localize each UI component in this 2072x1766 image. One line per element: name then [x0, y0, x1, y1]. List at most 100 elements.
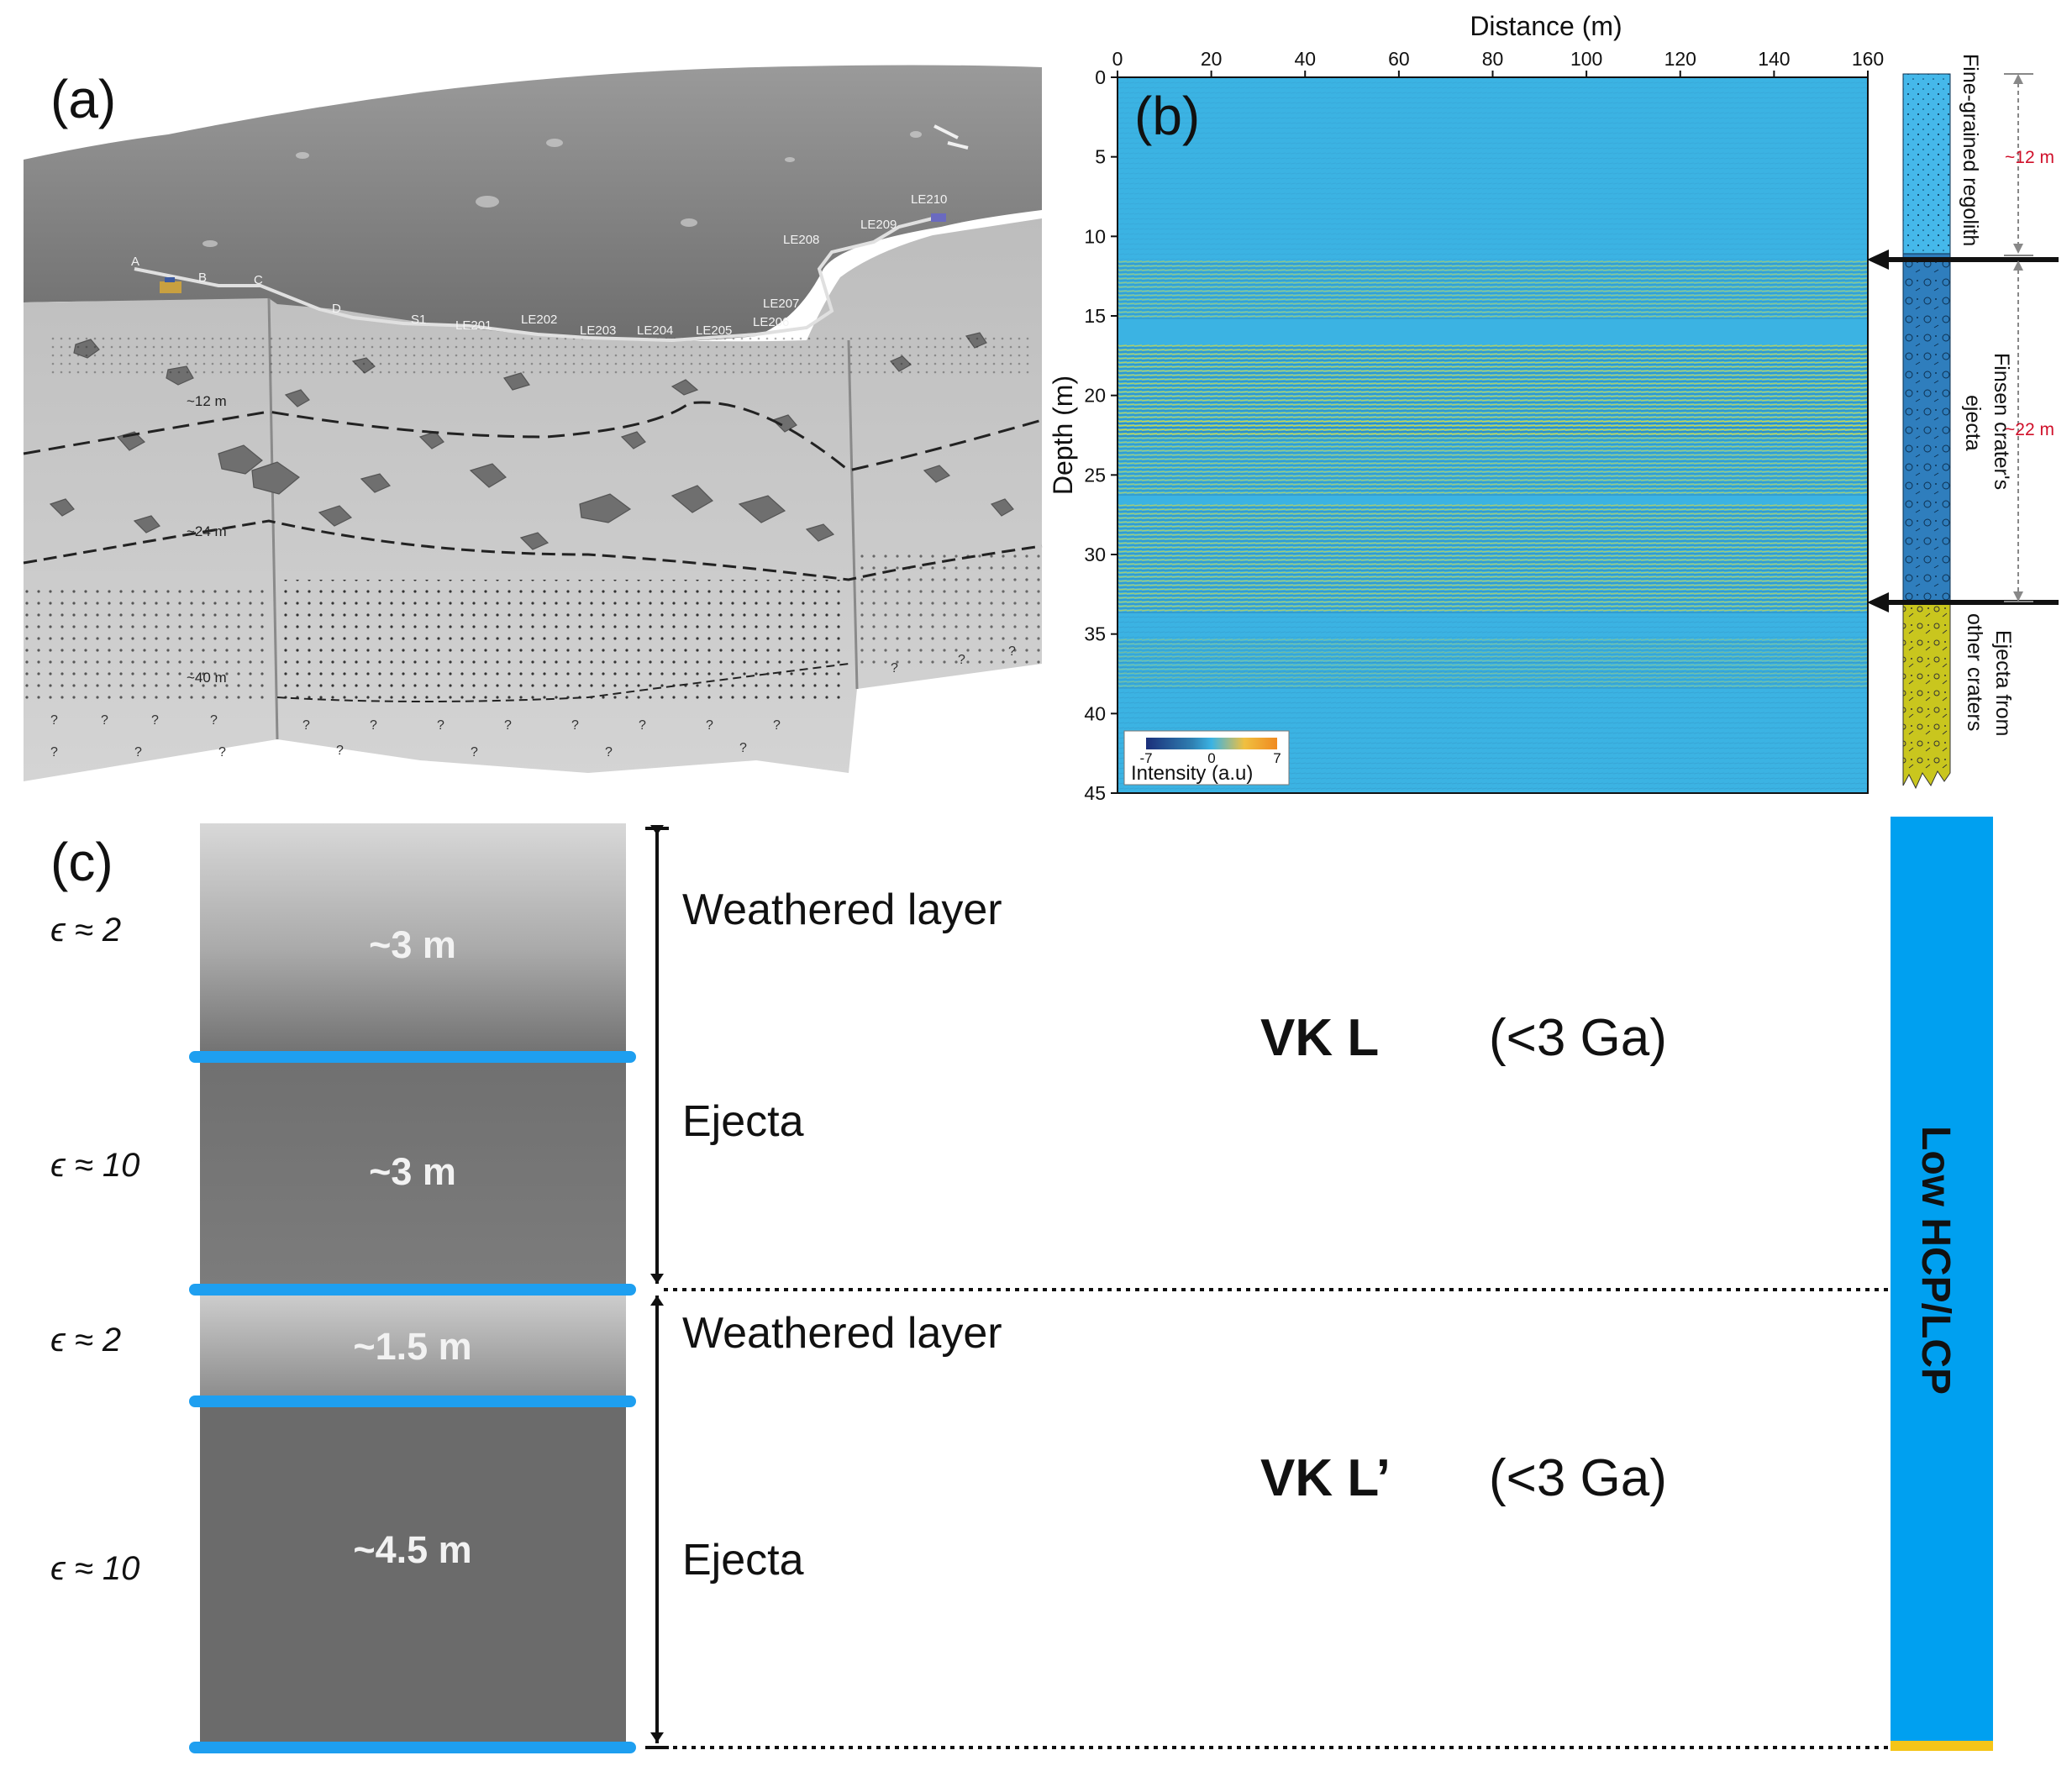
unit-age-vkl-prime: (<3 Ga): [1489, 1449, 1667, 1507]
waypoint-S1: S1: [411, 313, 426, 327]
panel-c-label: (c): [50, 832, 113, 892]
x-tick-label: 20: [1201, 48, 1223, 70]
bracket-arrow-4: [650, 1732, 664, 1742]
radargram-band-6: [1118, 639, 1868, 689]
desc-ejecta-1: Ejecta: [682, 1097, 804, 1146]
thickness-label-12m: ~12 m: [2005, 148, 2054, 167]
svg-text:?: ?: [302, 718, 310, 733]
svg-text:?: ?: [50, 713, 58, 728]
svg-text:?: ?: [151, 713, 159, 728]
panel-a: ~12 m ~24 m ~40 m ? ? ? ? ? ? ? ? ? ? ? …: [23, 65, 1043, 781]
x-tick-label: 140: [1758, 48, 1790, 70]
unit-name-vkl-prime: VK L’: [1260, 1449, 1391, 1507]
colorbar-gradient: [1146, 738, 1277, 749]
svg-text:?: ?: [891, 661, 898, 675]
thickness-label-22m: ~22 m: [2005, 420, 2054, 439]
y-tick-label: 5: [1095, 146, 1106, 168]
y-tick-label: 45: [1084, 782, 1106, 804]
horizon-12m: [23, 401, 1043, 472]
epsilon-layer-4: ϵ ≈ 10: [50, 1550, 139, 1587]
svg-text:?: ?: [739, 741, 747, 755]
waypoint-LE208: LE208: [783, 233, 819, 247]
hcp-lcp-bar-base: [1891, 1741, 1993, 1751]
bracket-arrow-2: [650, 1274, 664, 1284]
desc-weathered-2: Weathered layer: [682, 1309, 1002, 1358]
waypoint-LE205: LE205: [696, 323, 732, 338]
unknown-markers: ? ? ? ? ? ? ? ? ? ? ? ? ? ? ? ? ? ? ? ? …: [50, 644, 1016, 759]
strat-column: [1902, 73, 1951, 790]
svg-text:?: ?: [50, 745, 58, 759]
thickness-ejecta-1: ~3 m: [369, 1150, 456, 1193]
waypoint-LE201: LE201: [455, 318, 492, 333]
svg-text:?: ?: [958, 653, 965, 667]
x-tick-label: 100: [1570, 48, 1602, 70]
y-tick-label: 15: [1084, 305, 1106, 327]
colorbar-tick-mid: 0: [1207, 750, 1215, 766]
waypoint-C: C: [254, 273, 263, 287]
hcp-lcp-bar-label: Low HCP/LCP: [1913, 1126, 1958, 1395]
epsilon-layer-2: ϵ ≈ 10: [50, 1147, 139, 1184]
thickness-arrowheads: [2013, 74, 2023, 602]
svg-text:?: ?: [210, 713, 218, 728]
y-tick-label: 35: [1084, 623, 1106, 645]
colorbar-tick-max: 7: [1273, 750, 1281, 766]
waypoint-B: B: [198, 271, 207, 285]
depth-label-40m: ~40 m: [187, 670, 227, 686]
boundary-arrow-upper: [1867, 250, 2059, 270]
svg-text:?: ?: [471, 745, 478, 759]
colorbar: -7 0 7 Intensity (a.u): [1123, 730, 1290, 786]
desc-ejecta-2: Ejecta: [682, 1536, 804, 1585]
waypoint-LE210: LE210: [911, 192, 947, 207]
column-label-finsen-2: ejecta: [1961, 395, 1985, 451]
waypoint-LE202: LE202: [521, 313, 557, 327]
column-regolith-dots: [1903, 74, 1950, 254]
rover-icon: [160, 277, 181, 293]
y-tick-label: 10: [1084, 225, 1106, 247]
svg-text:?: ?: [218, 745, 226, 759]
layer-ejecta-2: [200, 1401, 626, 1746]
panel-a-label: (a): [50, 69, 116, 129]
epsilon-layer-3: ϵ ≈ 2: [50, 1322, 121, 1359]
radargram-band-3: [1118, 420, 1868, 496]
depth-label-24m: ~24 m: [187, 523, 227, 539]
lander-icon: [931, 213, 946, 222]
svg-text:?: ?: [773, 718, 781, 733]
column-label-other-2: other craters: [1963, 613, 1986, 731]
column-label-finsen-1: Finsen crater's: [1990, 353, 2013, 490]
lunar-surface: [24, 65, 1042, 342]
radargram-band-1: [1118, 260, 1868, 319]
dotted-strata-left: [24, 588, 269, 706]
rover-track: [134, 217, 933, 343]
panel-b-label: (b): [1134, 86, 1200, 146]
unit-name-vkl: VK L: [1260, 1009, 1379, 1067]
svg-text:?: ?: [639, 718, 646, 733]
waypoint-A: A: [131, 255, 139, 269]
svg-text:?: ?: [504, 718, 512, 733]
layer-weathered-1: [200, 823, 626, 1057]
depth-label-12m: ~12 m: [187, 393, 227, 409]
y-tick-label: 30: [1084, 544, 1106, 565]
layer-weathered-2: [200, 1290, 626, 1401]
column-label-other-1: Ejecta from: [1991, 630, 2015, 736]
x-tick-label: 80: [1482, 48, 1504, 70]
y-tick-label: 20: [1084, 385, 1106, 407]
svg-text:?: ?: [1008, 644, 1016, 659]
x-tick-label: 160: [1852, 48, 1884, 70]
north-arrow-icon: [933, 124, 969, 150]
waypoint-LE206: LE206: [753, 315, 789, 329]
x-tick-label: 0: [1112, 48, 1123, 70]
svg-text:?: ?: [370, 718, 377, 733]
hcp-lcp-bar: [1891, 817, 1993, 1741]
wall-edge-2: [847, 339, 859, 690]
desc-weathered-1: Weathered layer: [682, 886, 1002, 934]
layer-ejecta-1: [200, 1057, 626, 1290]
waypoint-LE209: LE209: [860, 218, 897, 232]
colorbar-tick-min: -7: [1139, 750, 1152, 766]
waypoint-LE203: LE203: [580, 323, 616, 338]
waypoint-LE204: LE204: [637, 323, 673, 338]
x-axis-label: Distance (m): [1470, 11, 1622, 41]
bracket-arrow-1: [650, 825, 664, 835]
svg-text:?: ?: [706, 718, 713, 733]
svg-text:?: ?: [101, 713, 108, 728]
